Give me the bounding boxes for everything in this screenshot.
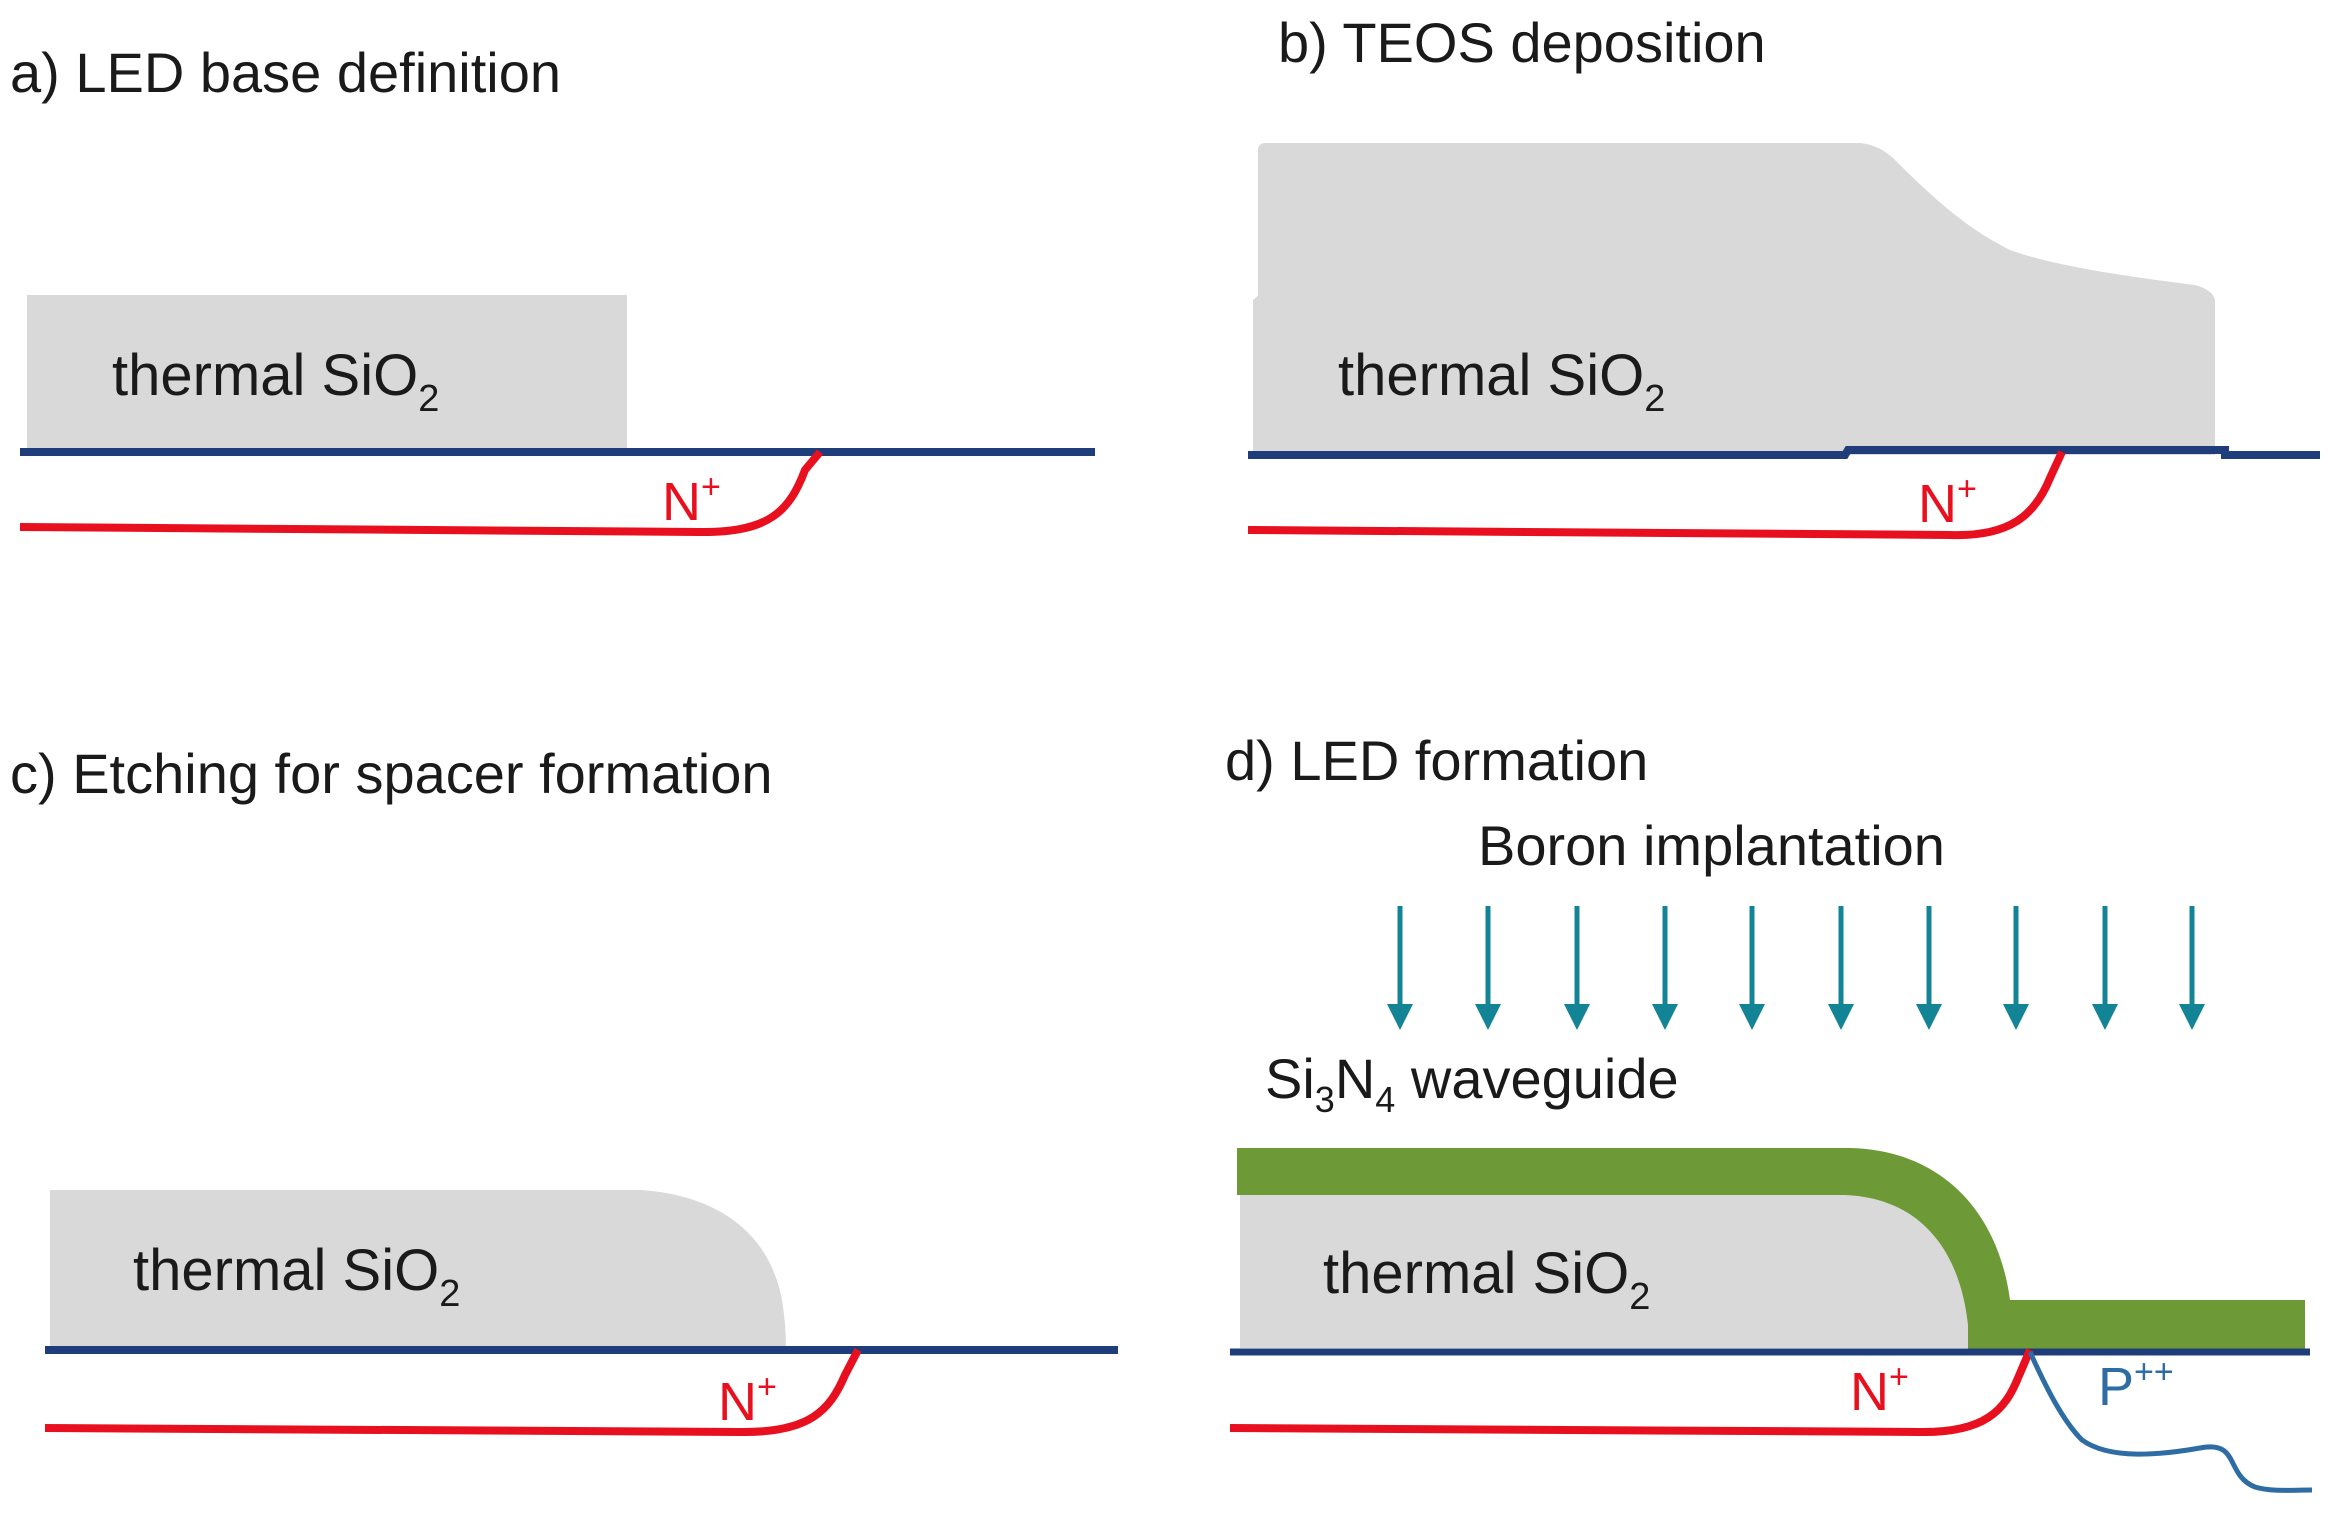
- panel-d-n-doping-profile: [1229, 1348, 2034, 1437]
- implant-arrowhead-1: [1387, 1004, 1413, 1030]
- panel-c-oxide-label: thermal SiO2: [133, 1238, 460, 1315]
- panel-d-title: d) LED formation: [1225, 729, 1648, 792]
- panel-c-n-label: N+: [718, 1368, 777, 1432]
- panel-b-n-label: N+: [1918, 470, 1977, 534]
- implant-arrowhead-5: [1739, 1004, 1765, 1030]
- implant-arrowhead-8: [2003, 1004, 2029, 1030]
- panel-c-title: c) Etching for spacer formation: [10, 742, 773, 805]
- panel-c: c) Etching for spacer formation thermal …: [10, 742, 1118, 1437]
- panel-a-n-label: N+: [662, 468, 721, 532]
- panel-c-n-doping-profile: [44, 1348, 862, 1437]
- panel-b-substrate-surface: [1248, 446, 2320, 459]
- panel-a-n-doping-profile: [19, 449, 824, 537]
- panel-d-p-label: P++: [2098, 1353, 2174, 1417]
- panel-b-oxide-label: thermal SiO2: [1338, 343, 1665, 420]
- implant-arrowhead-6: [1828, 1004, 1854, 1030]
- implant-arrowhead-7: [1916, 1004, 1942, 1030]
- panel-d-implant-arrows: [1387, 906, 2205, 1030]
- panel-d-si3n4-waveguide: [1237, 1148, 2305, 1350]
- panel-d-waveguide-label: Si3N4 waveguide: [1265, 1047, 1679, 1120]
- panel-a-oxide-label: thermal SiO2: [112, 343, 439, 420]
- implant-arrowhead-10: [2179, 1004, 2205, 1030]
- panel-b-teos-layer: [1253, 143, 2215, 455]
- panel-d-oxide-label: thermal SiO2: [1323, 1241, 1650, 1318]
- implant-arrowhead-2: [1475, 1004, 1501, 1030]
- panel-d-implant-label: Boron implantation: [1478, 814, 1945, 877]
- panel-a-title: a) LED base definition: [10, 41, 561, 104]
- implant-arrowhead-9: [2092, 1004, 2118, 1030]
- panel-d-n-label: N+: [1850, 1358, 1909, 1422]
- implant-arrowhead-4: [1652, 1004, 1678, 1030]
- panel-d-thermal-oxide: [1240, 1190, 1972, 1348]
- panel-b: b) TEOS deposition thermal SiO2 N+: [1247, 11, 2320, 540]
- panel-c-thermal-oxide: [50, 1190, 786, 1348]
- panel-d: d) LED formation Boron implantation Si3N…: [1225, 729, 2313, 1493]
- implant-arrowhead-3: [1564, 1004, 1590, 1030]
- panel-a-oxide: [27, 295, 627, 450]
- panel-b-title: b) TEOS deposition: [1278, 11, 1766, 74]
- panel-b-n-doping-profile: [1247, 450, 2066, 540]
- panel-d-p-doping-profile: [2027, 1350, 2313, 1493]
- panel-a: a) LED base definition thermal SiO2 N+: [10, 41, 1095, 537]
